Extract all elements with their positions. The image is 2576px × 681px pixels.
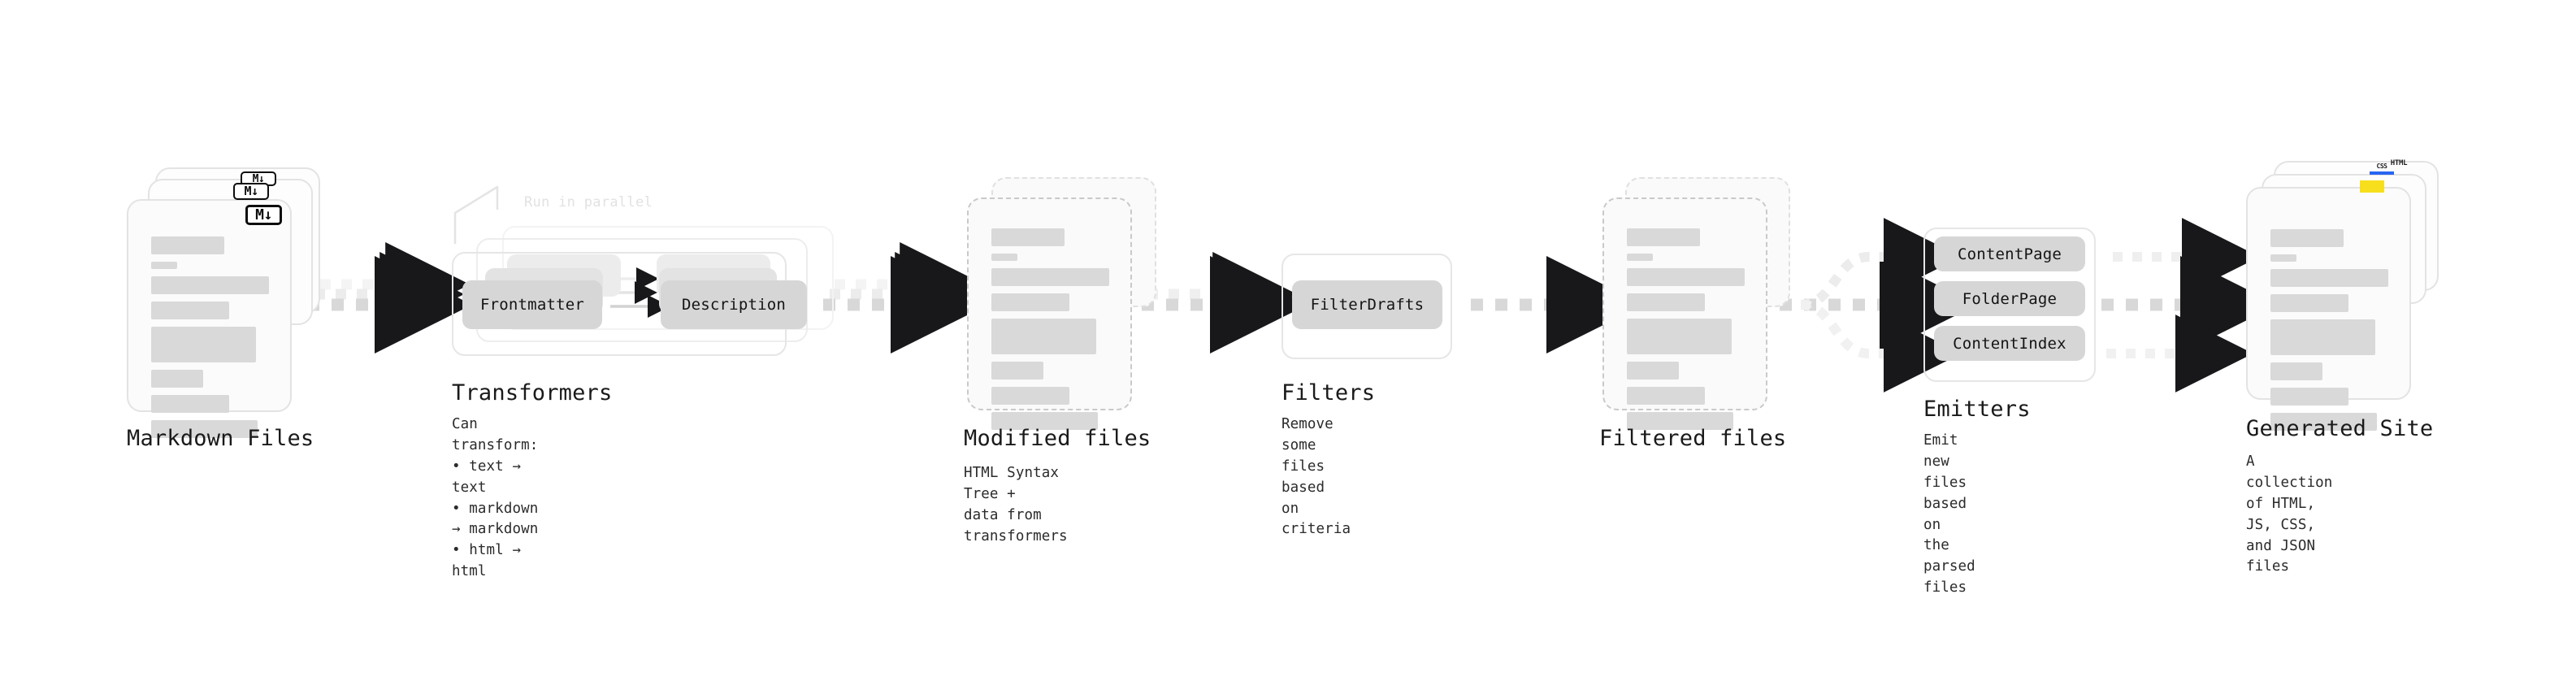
- stage-subtitle-modified-files: HTML Syntax Tree + data from transformer…: [964, 465, 1068, 544]
- content-line: [2270, 413, 2377, 431]
- content-line: [1627, 254, 1653, 261]
- content-line: [1627, 412, 1733, 430]
- emitter-chip-folderpage[interactable]: FolderPage: [1934, 281, 2085, 316]
- filters-panel: [1281, 254, 1452, 359]
- modified-card-content: [991, 228, 1109, 437]
- content-line: [991, 319, 1097, 354]
- content-line: [151, 420, 258, 438]
- stage-subtitle-emitters: Emit new files based on the parsed files: [1923, 432, 1975, 596]
- stage-subtitle-transformers: Can transform: • text → text • markdown …: [452, 416, 539, 580]
- site-card-front: [2246, 187, 2411, 431]
- connector-emitters-to-site: [2101, 218, 2278, 393]
- content-line: [1627, 387, 1705, 405]
- markdown-card-content: [151, 236, 269, 445]
- content-line: [151, 262, 177, 269]
- content-line: [151, 301, 229, 319]
- content-line: [2270, 362, 2322, 380]
- markdown-card-front: [127, 199, 292, 438]
- content-line: [2270, 388, 2348, 406]
- stage-title-transformers: Transformers: [452, 380, 613, 406]
- content-line: [151, 395, 229, 413]
- stage-title-filtered-files: Filtered files: [1599, 426, 1787, 451]
- content-line: [1627, 228, 1700, 246]
- js-icon: [2360, 180, 2384, 193]
- stage-title-emitters: Emitters: [1923, 397, 2031, 422]
- markdown-badge: M↓: [245, 205, 282, 225]
- css-icon: CSS: [2370, 163, 2394, 175]
- content-line: [151, 276, 269, 294]
- content-line: [991, 268, 1109, 286]
- css-icon-label: CSS: [2376, 163, 2387, 170]
- stage-title-filters: Filters: [1281, 380, 1376, 406]
- content-line: [991, 254, 1017, 261]
- filtered-card-content: [1627, 228, 1745, 437]
- markdown-badge-mid: M↓: [233, 183, 269, 200]
- content-line: [1627, 293, 1705, 311]
- html5-icon-label: HTML: [2390, 159, 2408, 167]
- stage-title-generated-site: Generated Site: [2246, 416, 2434, 441]
- content-line: [1627, 268, 1745, 286]
- stage-subtitle-generated-site: A collection of HTML, JS, CSS, and JSON …: [2246, 453, 2333, 575]
- content-line: [1627, 362, 1679, 380]
- emitter-chip-contentpage[interactable]: ContentPage: [1934, 236, 2085, 271]
- content-line: [991, 412, 1098, 430]
- content-line: [991, 362, 1043, 380]
- run-in-parallel-label: Run in parallel: [524, 194, 653, 210]
- stage-title-modified-files: Modified files: [964, 426, 1151, 451]
- transformer-chip-description[interactable]: Description: [661, 280, 807, 329]
- transformer-chip-frontmatter[interactable]: Frontmatter: [462, 280, 602, 329]
- emitter-chip-contentindex[interactable]: ContentIndex: [1934, 326, 2085, 361]
- stage-title-markdown-files: Markdown Files: [127, 426, 314, 451]
- content-line: [991, 228, 1065, 246]
- content-line: [151, 327, 257, 362]
- connector-transformers-to-modified: [823, 242, 988, 354]
- content-line: [991, 293, 1069, 311]
- content-line: [2270, 294, 2348, 312]
- content-line: [2270, 269, 2388, 287]
- content-line: [991, 387, 1069, 405]
- content-line: [1627, 319, 1733, 354]
- content-line: [151, 236, 224, 254]
- site-card-content: [2270, 229, 2388, 438]
- content-line: [2270, 319, 2376, 355]
- emitters-panel: [1923, 228, 2096, 382]
- content-line: [2270, 254, 2296, 262]
- filtered-card-front: [1602, 197, 1767, 430]
- content-line: [2270, 229, 2344, 247]
- parallel-leader-line: [453, 185, 499, 244]
- content-line: [151, 370, 203, 388]
- stage-subtitle-filters: Remove some files based on criteria: [1281, 416, 1351, 538]
- filter-chip-filterdrafts[interactable]: FilterDrafts: [1292, 280, 1442, 329]
- connector-filtered-to-emitters: [1780, 218, 1977, 393]
- modified-card-front: [967, 197, 1132, 430]
